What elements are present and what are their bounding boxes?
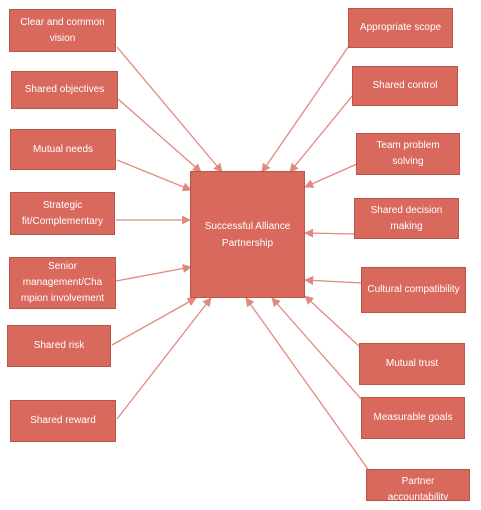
arrow-clear-vision	[116, 46, 223, 173]
factor-team-problem-solving: Team problem solving	[356, 133, 460, 175]
factor-label: Shared control	[372, 80, 438, 91]
factor-label: Shared decision making	[370, 204, 443, 232]
factor-label: Mutual trust	[385, 358, 439, 369]
arrow-senior-management	[115, 264, 192, 282]
factor-partner-accountability: Partner accountability	[366, 469, 470, 501]
factor-senior-management: Senior management/Cha mpion involvement	[9, 257, 116, 309]
arrow-appropriate-scope	[261, 39, 354, 173]
factor-shared-control: Shared control	[352, 66, 458, 106]
factor-shared-decision-making: Shared decision making	[354, 198, 459, 239]
factor-mutual-trust: Mutual trust	[359, 343, 465, 385]
factor-label: Appropriate scope	[359, 22, 442, 33]
arrow-shared-risk	[111, 297, 197, 346]
arrow-shared-control	[289, 94, 354, 173]
factor-label: Senior management/Cha mpion involvement	[20, 261, 105, 304]
center-label: Successful Alliance Partnership	[204, 220, 291, 249]
factor-label: Clear and common vision	[20, 16, 105, 44]
factor-label: Shared objectives	[24, 84, 105, 95]
factor-label: Measurable goals	[373, 412, 453, 423]
factor-appropriate-scope: Appropriate scope	[348, 8, 453, 48]
factor-label: Mutual needs	[32, 143, 94, 155]
factor-measurable-goals: Measurable goals	[361, 397, 465, 439]
arrow-shared-reward	[116, 297, 212, 420]
arrow-team-problem-solving	[304, 163, 358, 188]
factor-mutual-needs: Mutual needs	[10, 129, 116, 170]
arrow-mutual-needs	[116, 159, 192, 192]
factor-label: Cultural compatibility	[367, 284, 460, 295]
factor-strategic-fit: Strategic fit/Complementary	[10, 192, 115, 235]
center-box: Successful Alliance Partnership	[190, 171, 305, 298]
arrow-shared-decision	[304, 228, 356, 238]
factor-cultural-compatibility: Cultural compatibility	[361, 267, 466, 313]
factor-shared-risk: Shared risk	[7, 325, 111, 367]
factor-label: Partner accountability	[387, 476, 449, 501]
factor-shared-reward: Shared reward	[10, 400, 116, 442]
factor-clear-vision: Clear and common vision	[9, 9, 116, 52]
factor-label: Team problem solving	[376, 140, 440, 167]
arrow-partner-accountability	[245, 297, 371, 473]
arrow-shared-objectives	[117, 98, 202, 173]
factor-label: Strategic fit/Complementary	[21, 199, 104, 227]
arrow-cultural-compatibility	[304, 275, 363, 285]
factor-shared-objectives: Shared objectives	[11, 71, 118, 109]
factor-label: Shared reward	[30, 415, 96, 426]
arrow-measurable-goals	[271, 297, 363, 401]
factor-label: Shared risk	[33, 340, 85, 351]
arrow-mutual-trust	[304, 295, 361, 348]
